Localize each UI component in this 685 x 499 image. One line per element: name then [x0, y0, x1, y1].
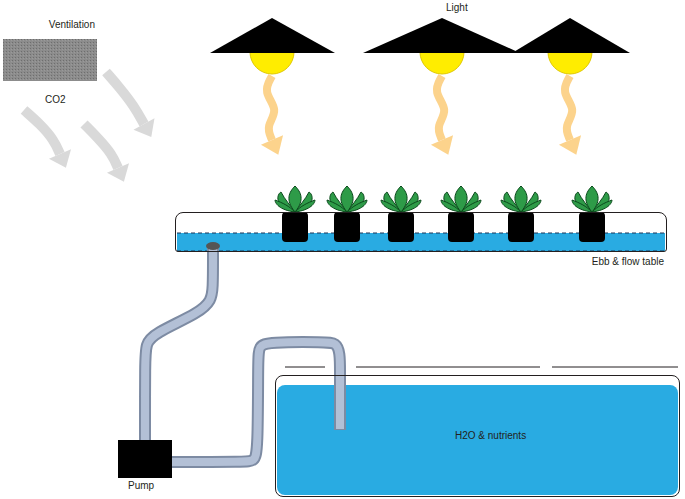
co2-arrow-shaft [84, 124, 118, 168]
co2-arrow-head [49, 149, 71, 168]
leaf [401, 200, 421, 212]
leaf [381, 200, 401, 212]
light-arrow [559, 76, 581, 155]
co2-arrow-shaft [24, 110, 60, 154]
lamp [363, 18, 520, 74]
light-arrow-shaft [565, 76, 572, 140]
light-arrow-shaft [437, 76, 444, 140]
plant-pot [282, 212, 308, 242]
plant-pot [508, 212, 534, 242]
light-arrow [431, 76, 453, 155]
light-arrow-head [559, 135, 581, 154]
reservoir-lid [552, 367, 678, 368]
co2-arrow-shaft [106, 72, 144, 124]
leaf [461, 200, 481, 212]
node-label: Ebb & flow table [176, 256, 666, 268]
leaf [592, 200, 612, 212]
reservoir-lid [285, 367, 325, 368]
ebb-flow-table: Ebb & flow table [175, 212, 667, 252]
leaf [441, 200, 461, 212]
light-arrow-head [431, 135, 453, 154]
plant-pot [579, 212, 605, 242]
ventilation-unit [3, 39, 97, 81]
plant [275, 186, 315, 242]
light-arrow-head [261, 135, 283, 154]
leaf [521, 200, 541, 212]
node-label: Ventilation [3, 19, 97, 31]
plant [501, 186, 541, 242]
co2-arrow-head [107, 163, 129, 182]
leaf [295, 200, 315, 212]
pipe-cap [206, 242, 220, 250]
co2-arrow [24, 110, 71, 168]
lamp-bulb [250, 52, 294, 74]
pipe [145, 252, 213, 440]
plant-pot [448, 212, 474, 242]
light-label: Light [446, 2, 468, 14]
lamp [512, 18, 630, 74]
plant [327, 186, 367, 242]
lamp-shade [363, 18, 520, 53]
leaf [572, 200, 592, 212]
plant-pot [334, 212, 360, 242]
pipe [172, 342, 340, 462]
node-label: H2O & nutrients [276, 430, 679, 442]
pipe-fill [145, 252, 213, 440]
pipe-outline [145, 252, 213, 440]
leaf [347, 200, 367, 212]
lamp-shade [210, 18, 335, 53]
leaf [501, 200, 521, 212]
lamp-shade [512, 18, 630, 53]
node-label: Pump [118, 480, 172, 492]
lamp-bulb [548, 52, 592, 74]
co2-arrow-head [134, 118, 155, 137]
plants [275, 186, 612, 242]
reservoir-tank: H2O & nutrients [275, 375, 680, 497]
co2-arrow [84, 124, 129, 182]
plant [381, 186, 421, 242]
leaf [275, 200, 295, 212]
light-arrow-shaft [267, 76, 274, 140]
co2-label: CO2 [45, 94, 66, 106]
plant-pot [388, 212, 414, 242]
pipe-inlet [334, 370, 346, 430]
plant [572, 186, 612, 242]
reservoir-lid [356, 367, 540, 368]
pipe-inlet [336, 370, 344, 429]
co2-arrow [106, 72, 154, 137]
plant [441, 186, 481, 242]
pipe-outline [172, 342, 340, 462]
leaf [327, 200, 347, 212]
pipe-fill [172, 342, 340, 462]
arrows [24, 72, 581, 182]
pump-box: Pump [118, 440, 172, 478]
light-arrow [261, 76, 283, 155]
ventilation-box: Ventilation [3, 39, 97, 81]
lamp [210, 18, 335, 74]
lamp-bulb [420, 52, 464, 74]
